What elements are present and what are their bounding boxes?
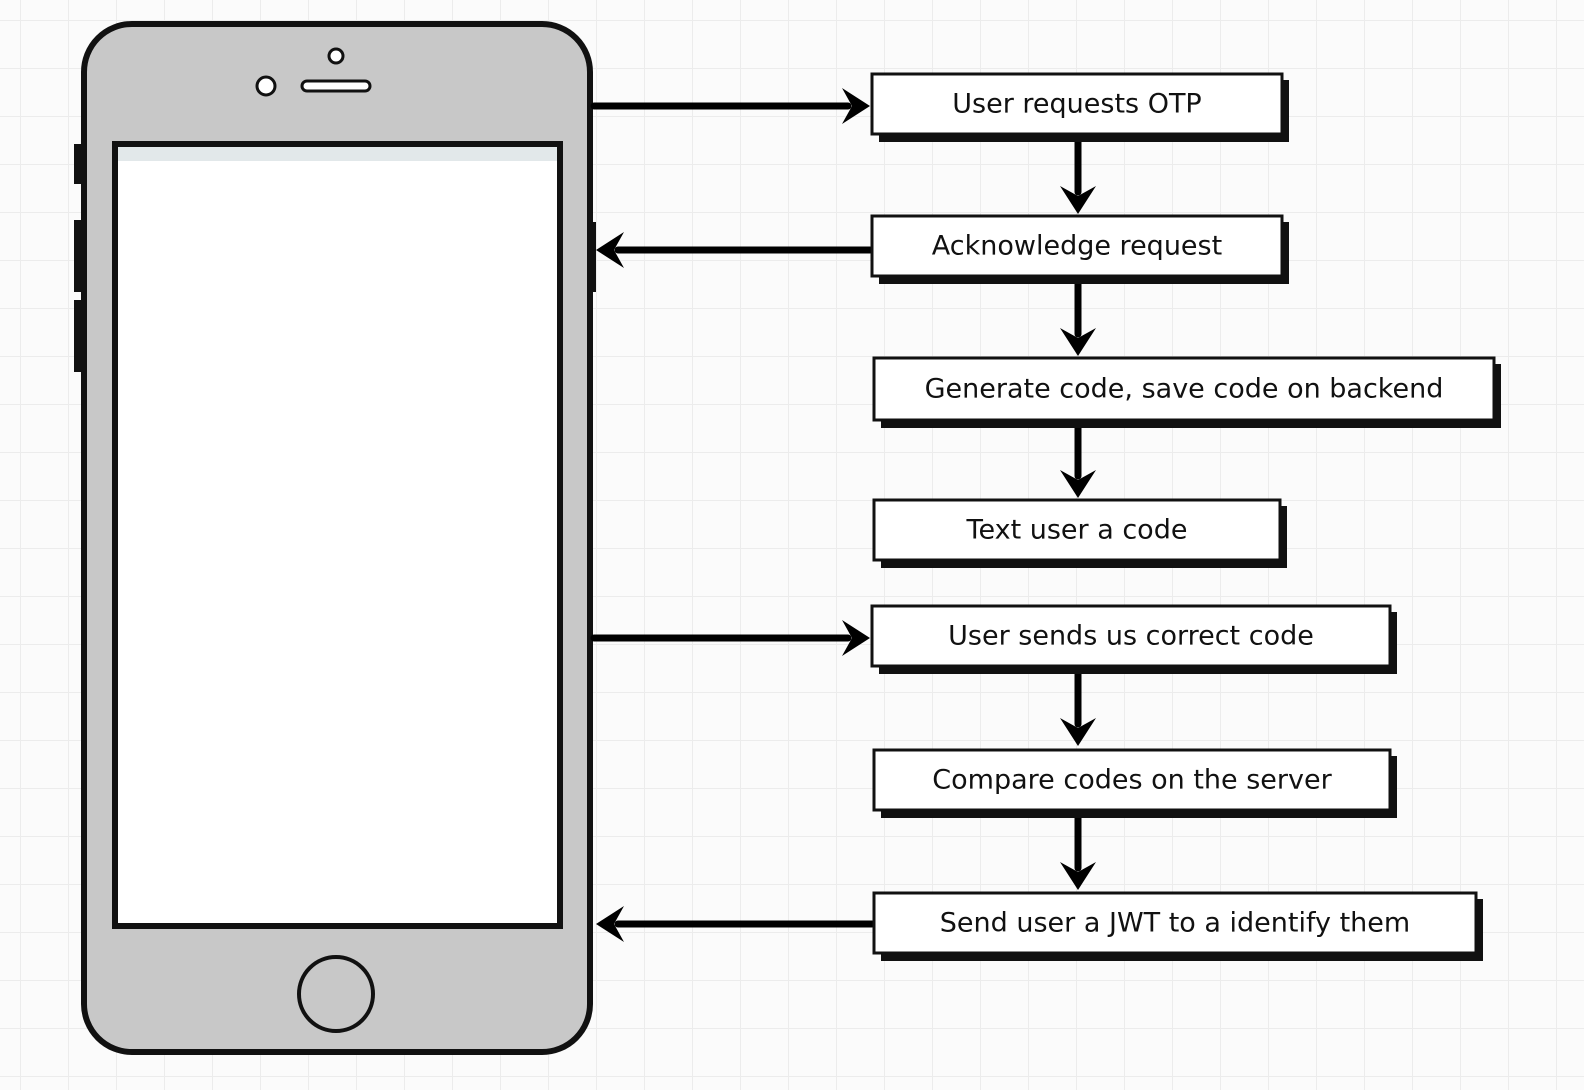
step-box-5: User sends us correct code — [870, 604, 1397, 674]
arrowhead-down-icon — [1060, 328, 1096, 356]
phone-side-button-3 — [74, 300, 84, 372]
step-label: Acknowledge request — [932, 231, 1222, 262]
arrowhead-down-icon — [1060, 470, 1096, 498]
arrowhead-right-icon — [842, 620, 870, 656]
step-box-rect — [870, 214, 1284, 278]
step-box-4: Text user a code — [872, 498, 1287, 568]
arrowhead-down-icon — [1060, 718, 1096, 746]
phone-speaker-icon — [300, 79, 372, 93]
phone-arrows — [590, 88, 876, 942]
step-label: Send user a JWT to a identify them — [940, 908, 1410, 939]
phone-side-button-1 — [74, 144, 84, 184]
arrowhead-down-icon — [1060, 862, 1096, 890]
step-label: Compare codes on the server — [932, 765, 1332, 796]
step-label: User sends us correct code — [948, 621, 1314, 652]
step-box-3: Generate code, save code on backend — [872, 356, 1501, 428]
flow-arrows — [1060, 136, 1096, 890]
step-box-2: Acknowledge request — [870, 214, 1289, 284]
arrowhead-left-icon — [596, 906, 624, 942]
step-box-rect — [870, 604, 1392, 668]
arrowhead-right-icon — [842, 88, 870, 124]
phone-screen — [112, 141, 563, 929]
step-box-rect — [872, 748, 1392, 812]
phone-screen-tint — [118, 147, 557, 161]
step-box-rect — [870, 72, 1284, 136]
step-box-rect — [872, 356, 1496, 422]
phone-sensor-icon — [255, 75, 277, 97]
arrowhead-left-icon — [596, 232, 624, 268]
arrowhead-down-icon — [1060, 186, 1096, 214]
step-box-rect — [872, 891, 1478, 955]
phone-mockup — [74, 21, 596, 1055]
phone-home-button-icon — [297, 955, 375, 1033]
phone-side-button-2 — [74, 220, 84, 292]
step-box-7: Send user a JWT to a identify them — [872, 891, 1483, 961]
step-box-rect — [872, 498, 1282, 562]
step-box-6: Compare codes on the server — [872, 748, 1397, 818]
step-label: Generate code, save code on backend — [925, 374, 1444, 405]
step-label: User requests OTP — [952, 89, 1201, 120]
step-label: Text user a code — [966, 515, 1188, 546]
step-box-1: User requests OTP — [870, 72, 1289, 142]
phone-camera-icon — [327, 47, 345, 65]
